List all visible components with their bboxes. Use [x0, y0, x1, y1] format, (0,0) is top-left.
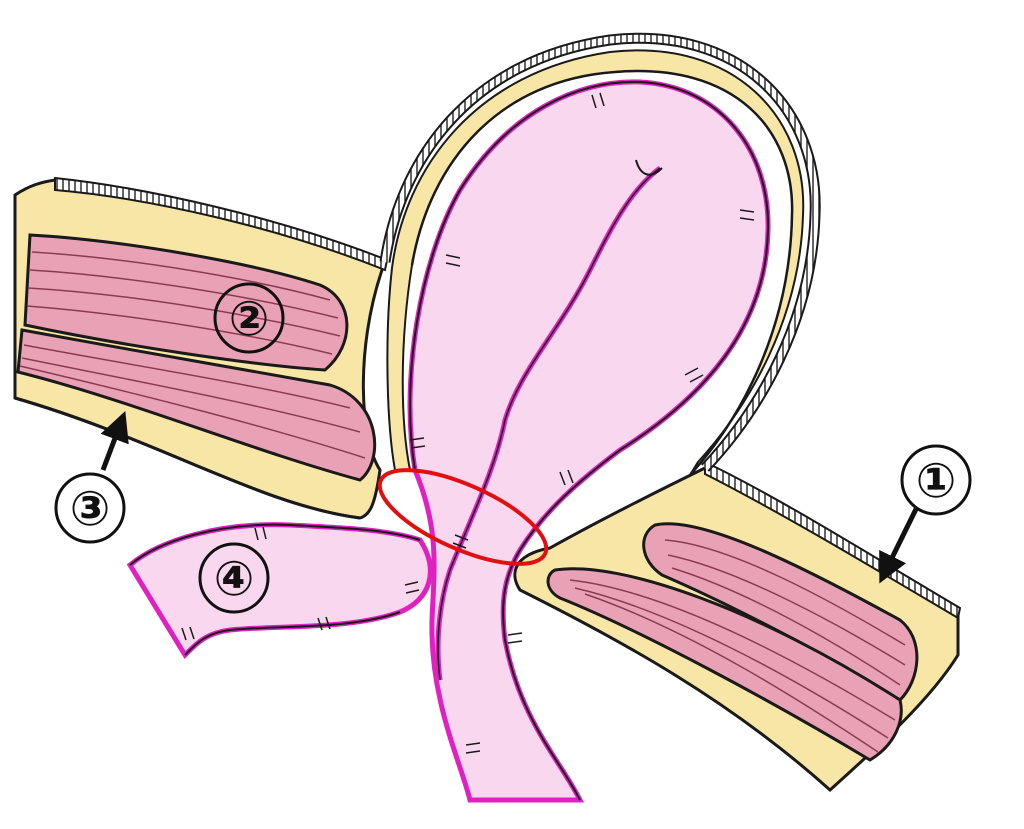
label-3: ③ — [54, 472, 126, 544]
label-3-circle — [54, 472, 126, 544]
arrow-1 — [879, 503, 921, 584]
sac-inner-lining — [410, 69, 794, 476]
bowel-ticks — [409, 92, 755, 754]
hernia-neck-ring — [377, 468, 549, 566]
hernia-sac — [379, 32, 821, 476]
label-1-circle — [900, 444, 972, 516]
sac-epidermis-inner — [381, 34, 819, 471]
left-epidermis — [54, 176, 389, 272]
segment-4-ticks — [181, 526, 420, 641]
left-muscle-upper — [23, 233, 349, 372]
label-3-text: ③ — [70, 481, 111, 537]
left-muscle-fibres — [19, 251, 366, 459]
label-4-circle — [198, 542, 270, 614]
label-1: ① — [900, 444, 972, 516]
right-muscle-fibres — [569, 539, 906, 753]
label-2-text: ② — [229, 291, 270, 347]
label-2: ② — [213, 282, 285, 354]
left-skin-bottom-edge — [14, 396, 361, 520]
bowel-fold-tip — [635, 159, 663, 176]
bowel-segment-4-body — [126, 522, 433, 660]
label-2-circle — [213, 282, 285, 354]
right-muscle-lower — [546, 567, 903, 762]
label-1-text: ① — [916, 453, 957, 509]
bowel-loop-outline — [409, 80, 770, 801]
left-abdominal-wall — [13, 176, 389, 520]
arrow-3 — [100, 410, 129, 471]
left-muscle-lower — [16, 328, 377, 482]
label-4-text: ④ — [214, 551, 255, 607]
label-4: ④ — [198, 542, 270, 614]
bowel-segment-4-outline — [129, 523, 421, 656]
bowel-loop — [407, 79, 771, 803]
bowel-segment-4 — [126, 522, 433, 660]
bowel-inner-fold-dark — [437, 167, 661, 681]
right-abdominal-wall — [513, 460, 962, 793]
